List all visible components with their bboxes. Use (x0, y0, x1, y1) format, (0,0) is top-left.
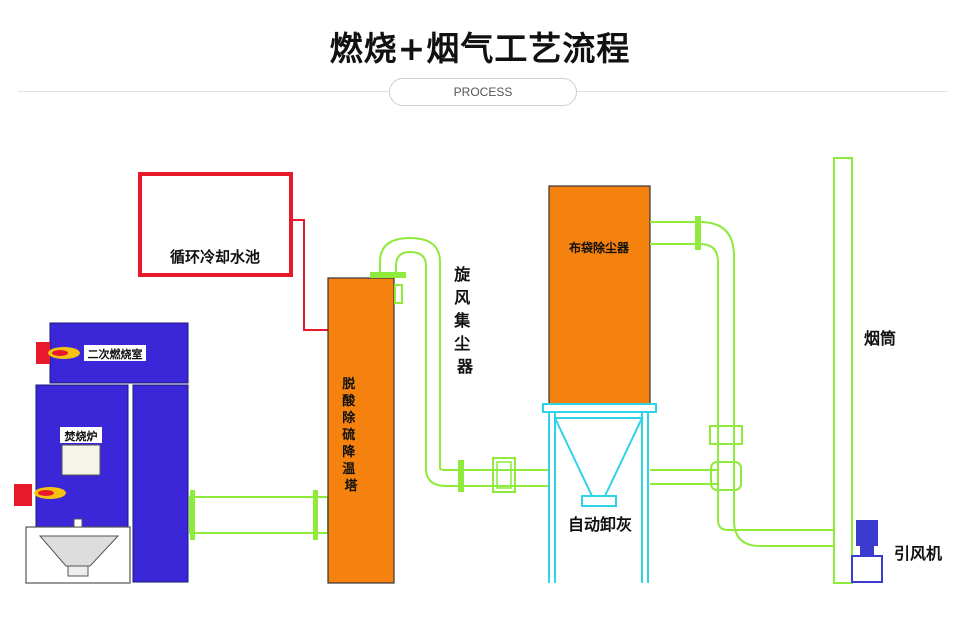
pipe-incinerator-tower (189, 496, 329, 534)
burner-top (36, 342, 50, 364)
bag-filter-hopper (553, 417, 644, 497)
pipe-cyclone-bagfilter (425, 467, 549, 487)
fan-label: 引风机 (894, 544, 942, 563)
secondary-chamber-label: 二次燃烧室 (88, 347, 143, 361)
auto-ash-label: 自动卸灰 (568, 515, 632, 534)
pipe-bagfilter-chimney (650, 221, 834, 547)
chimney-label: 烟筒 (864, 329, 896, 348)
cooling-pool-label: 循环冷却水池 (170, 248, 260, 266)
section-badge: PROCESS (389, 78, 577, 106)
bag-filter (548, 185, 651, 405)
valve (492, 457, 516, 493)
burner-bottom (14, 484, 32, 506)
desulfurization-tower (327, 277, 395, 584)
ash-hopper (38, 535, 120, 567)
tower-label: 脱 酸 除 硫 降 温 塔 (342, 376, 360, 494)
incinerator-label: 焚烧炉 (64, 429, 98, 443)
chimney (833, 157, 853, 584)
cyclone-label: 旋 风 集 尘 器 (453, 265, 476, 376)
cooling-pool (138, 172, 293, 277)
bag-filter-label: 布袋除尘器 (569, 240, 630, 255)
incinerator-door (61, 444, 101, 476)
incinerator-column (132, 384, 189, 583)
fan-icon (856, 520, 878, 546)
page-title: 燃烧+烟气工艺流程 (329, 29, 631, 68)
pipe-tower-cyclone (379, 236, 441, 468)
cooling-water-line (291, 219, 328, 331)
